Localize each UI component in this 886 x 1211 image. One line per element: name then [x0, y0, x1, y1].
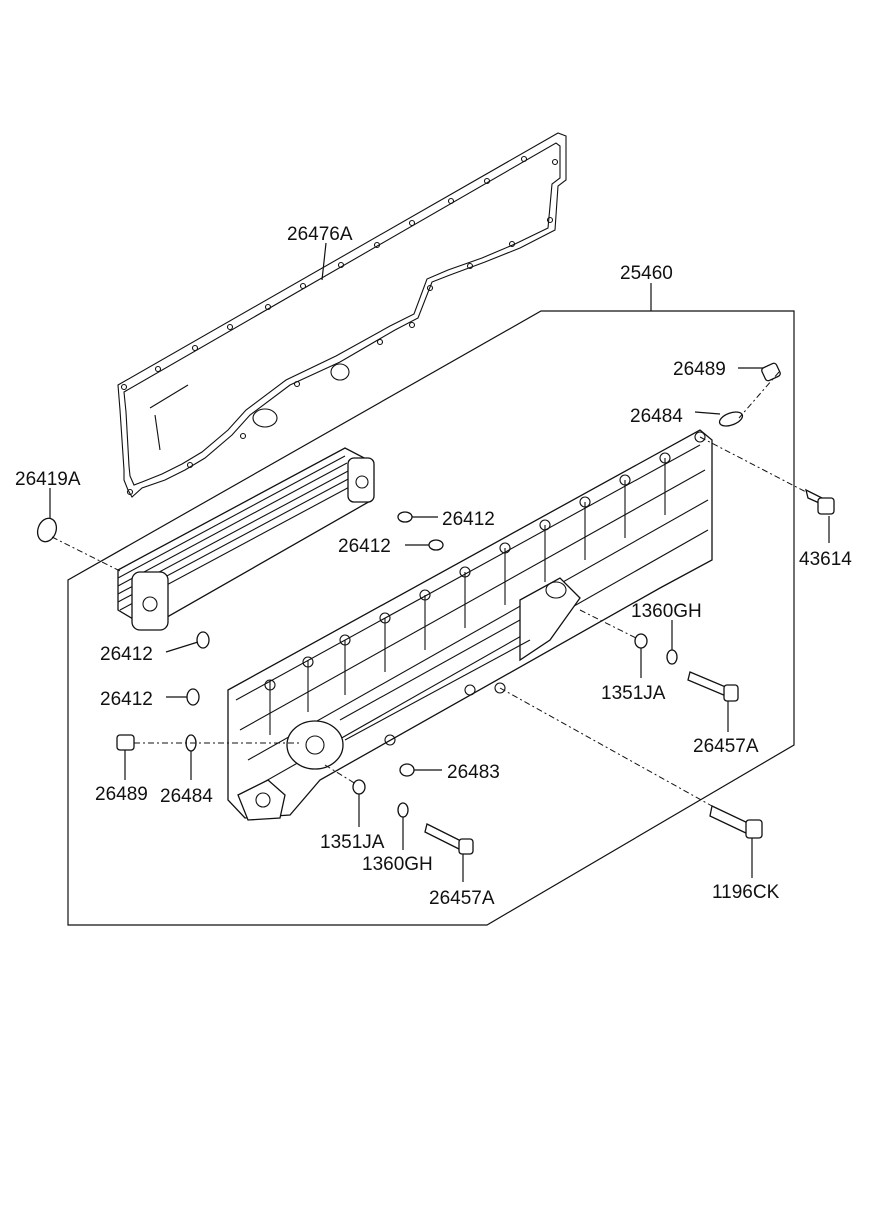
oring-a-shape: [397, 511, 413, 523]
oil-cooler-core: [117, 447, 375, 631]
label-plug-top[interactable]: 26489: [673, 359, 726, 380]
gasket-26476a: [117, 132, 567, 498]
label-washer-lower-ja[interactable]: 1351JA: [320, 832, 385, 853]
label-oring-d[interactable]: 26412: [100, 689, 153, 710]
plug-left: [116, 734, 135, 751]
assembly-frame: [67, 310, 795, 926]
bolt-right-shape: [687, 671, 739, 702]
leader-lines: [49, 242, 830, 882]
label-washer-right-ja[interactable]: 1351JA: [601, 683, 666, 704]
part-labels: 26476A 25460 26489 26484 26419A 26412 26…: [15, 224, 852, 909]
label-gasket[interactable]: 26476A: [287, 224, 353, 245]
label-bolt-long[interactable]: 1196CK: [712, 882, 780, 903]
washer-right-ja-shape: [634, 633, 648, 649]
bolt-top-shape: [805, 488, 835, 515]
label-oring-cooler[interactable]: 26419A: [15, 469, 81, 490]
label-oring-c[interactable]: 26412: [100, 644, 153, 665]
washer-right-gh-shape: [666, 649, 678, 665]
label-bolt-top[interactable]: 43614: [799, 549, 852, 570]
plug-top: [761, 362, 781, 382]
label-bolt-right[interactable]: 26457A: [693, 736, 759, 757]
oring-c-shape: [196, 631, 210, 649]
oring-top: [718, 411, 744, 427]
label-assembly[interactable]: 25460: [620, 263, 673, 284]
label-oring-top[interactable]: 26484: [630, 406, 683, 427]
bolt-lower-shape: [424, 823, 474, 855]
label-oring-a[interactable]: 26412: [442, 509, 495, 530]
oring-center-shape: [399, 763, 415, 777]
washer-lower-ja-shape: [352, 779, 366, 795]
label-oring-left[interactable]: 26484: [160, 786, 213, 807]
label-oring-b[interactable]: 26412: [338, 536, 391, 557]
oring-d-shape: [186, 688, 200, 706]
oil-cooler-housing: [227, 429, 713, 821]
label-bolt-lower[interactable]: 26457A: [429, 888, 495, 909]
label-oring-center[interactable]: 26483: [447, 762, 500, 783]
label-washer-right-gh[interactable]: 1360GH: [631, 601, 702, 622]
label-washer-lower-gh[interactable]: 1360GH: [362, 854, 433, 875]
label-plug-left[interactable]: 26489: [95, 784, 148, 805]
bolt-long-shape: [709, 805, 763, 839]
washer-lower-gh-shape: [397, 802, 409, 818]
center-lines: [51, 371, 807, 807]
oring-b-shape: [428, 539, 444, 551]
oring-cooler: [36, 517, 58, 543]
